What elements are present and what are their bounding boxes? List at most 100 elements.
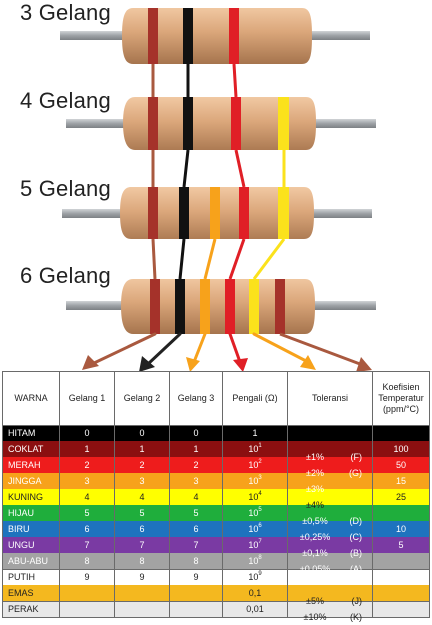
multiplier-exponent: 8 <box>258 555 262 561</box>
multiplier-base: 0,01 <box>246 604 264 614</box>
gelang-3-value: 2 <box>169 457 223 474</box>
gelang-2-value: 2 <box>114 457 170 474</box>
gelang-2-value: 1 <box>114 441 170 458</box>
gelang-2-value: 6 <box>114 521 170 538</box>
gelang-1-value: 4 <box>59 489 115 506</box>
tolerance-code: (C) <box>349 531 363 542</box>
tolerance-value: ±3% <box>287 473 373 494</box>
gelang-1-value: 5 <box>59 505 115 522</box>
arrow-pengali <box>228 332 242 364</box>
label-6-gelang: 6 Gelang <box>20 263 111 288</box>
temp-coef-value: 50 <box>372 457 430 474</box>
gelang-2-value: 7 <box>114 537 170 554</box>
temp-coef-value <box>372 569 430 586</box>
multiplier-base: 10 <box>248 540 259 550</box>
tolerance-percent: ±10% <box>303 611 327 622</box>
multiplier-exponent: 1 <box>258 443 262 449</box>
tolerance-percent: ±0,05% <box>299 563 331 574</box>
multiplier-base: 0,1 <box>248 588 262 598</box>
temp-coef-value: 15 <box>372 473 430 490</box>
multiplier-base: 10 <box>248 508 259 518</box>
color-name: UNGU <box>2 537 60 554</box>
multiplier-value: 103 <box>222 473 288 490</box>
gelang-1-value: 8 <box>59 553 115 570</box>
arrow-gelang-3 <box>192 332 207 364</box>
gelang-2-value: 9 <box>114 569 170 586</box>
multiplier-base: 10 <box>248 444 259 454</box>
header-gelang-3: Gelang 3 <box>169 371 223 426</box>
multiplier-base: 10 <box>248 492 259 502</box>
arrow-head-black <box>139 356 155 372</box>
red-band-connector <box>228 63 246 280</box>
arrow-head-brown <box>82 355 99 370</box>
multiplier-base: 10 <box>248 556 259 566</box>
multiplier-value: 106 <box>222 521 288 538</box>
color-name: JINGGA <box>2 473 60 490</box>
gelang-1-value: 6 <box>59 521 115 538</box>
gelang-3-value: 8 <box>169 553 223 570</box>
color-name: PERAK <box>2 601 60 618</box>
header-pengali: Pengali (Ω) <box>222 371 288 426</box>
multiplier-exponent: 2 <box>258 459 262 465</box>
tolerance-percent: ±0,25% <box>299 531 331 542</box>
tolerance-value: ±2%(G) <box>287 457 373 478</box>
resistor-3-band <box>122 8 312 64</box>
header-gelang-2: Gelang 2 <box>114 371 170 426</box>
temp-coef-value: 25 <box>372 489 430 506</box>
temp-coef-value <box>372 505 430 522</box>
multiplier-value: 101 <box>222 441 288 458</box>
tolerance-percent: ±2% <box>306 467 324 478</box>
arrow-head-yellow <box>300 355 316 370</box>
resistor-4-band <box>123 97 316 150</box>
gelang-3-value: 1 <box>169 441 223 458</box>
gelang-3-value: 5 <box>169 505 223 522</box>
tolerance-value <box>287 425 373 442</box>
multiplier-base: 10 <box>248 476 259 486</box>
gelang-3-value <box>169 601 223 618</box>
arrow-toleransi <box>252 332 310 364</box>
multiplier-base: 10 <box>248 524 259 534</box>
yellow-band-connector <box>252 150 286 280</box>
gelang-2-value <box>114 601 170 618</box>
temp-coef-value: 10 <box>372 521 430 538</box>
multiplier-value: 0,01 <box>222 601 288 618</box>
gelang-1-value: 2 <box>59 457 115 474</box>
gelang-2-value: 0 <box>114 425 170 442</box>
multiplier-exponent: 6 <box>258 523 262 529</box>
temp-coef-value <box>372 553 430 570</box>
tolerance-percent: ±4% <box>306 499 324 510</box>
multiplier-base: 10 <box>248 572 259 582</box>
multiplier-base: 1 <box>252 428 258 438</box>
header-toleransi: Toleransi <box>287 371 373 426</box>
gelang-1-value: 9 <box>59 569 115 586</box>
multiplier-value: 104 <box>222 489 288 506</box>
tolerance-percent: ±0,5% <box>302 515 328 526</box>
tolerance-percent: ±0,1% <box>302 547 328 558</box>
color-name: BIRU <box>2 521 60 538</box>
pointer-arrows <box>82 332 372 372</box>
tolerance-value: ±1%(F) <box>287 441 373 462</box>
gelang-1-value: 1 <box>59 441 115 458</box>
color-name: HIJAU <box>2 505 60 522</box>
arrow-gelang-1 <box>90 332 157 366</box>
gelang-1-value <box>59 601 115 618</box>
resistor-diagram <box>60 8 376 372</box>
tolerance-value: ±0,05% (A) <box>287 553 373 574</box>
color-name: ABU-ABU <box>2 553 60 570</box>
tolerance-value: ±0,25% (C) <box>287 521 373 542</box>
brown-band-connector <box>151 64 157 280</box>
gelang-3-value: 3 <box>169 473 223 490</box>
tolerance-code: (A) <box>350 563 362 574</box>
resistor-6-band <box>121 279 315 334</box>
arrow-head-red <box>233 358 248 372</box>
tolerance-percent: ±3% <box>306 483 324 494</box>
gelang-3-value: 9 <box>169 569 223 586</box>
